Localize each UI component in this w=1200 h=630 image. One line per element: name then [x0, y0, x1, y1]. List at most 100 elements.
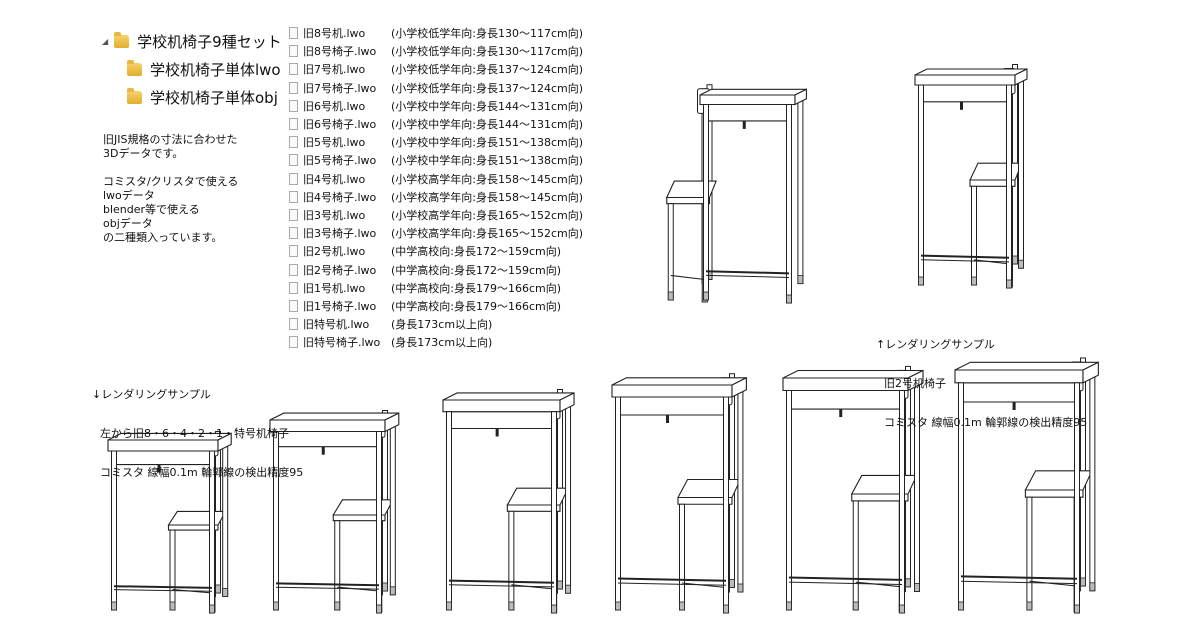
file-note: (中学高校向:身長179～166cm向) — [391, 300, 562, 313]
file-icon — [289, 63, 298, 76]
file-row[interactable]: 旧4号机.lwo (小学校高学年向:身長158～145cm向) — [283, 170, 583, 188]
file-row[interactable]: 旧3号椅子.lwo (小学校高学年向:身長165～152cm向) — [283, 224, 583, 242]
file-note: (小学校中学年向:身長144～131cm向) — [391, 118, 584, 131]
file-row[interactable]: 旧5号机.lwo (小学校中学年向:身長151～138cm向) — [283, 133, 583, 151]
file-row[interactable]: 旧2号机.lwo (中学高校向:身長172～159cm向) — [283, 242, 561, 260]
file-note: (小学校高学年向:身長165～152cm向) — [391, 209, 584, 222]
tree-item-label: 学校机椅子単体lwo — [150, 61, 281, 79]
file-icon — [289, 227, 298, 240]
file-note: (中学高校向:身長172～159cm向) — [391, 245, 562, 259]
file-name: 旧3号椅子.lwo — [303, 227, 377, 241]
file-row[interactable]: 旧特号椅子.lwo (身長173cm以上向) — [283, 333, 492, 351]
sample-旧特号 — [954, 357, 1099, 614]
file-note: (小学校低学年向:身長137～124cm向) — [391, 81, 584, 95]
desk — [611, 376, 747, 614]
file-icon — [289, 118, 298, 130]
description-line: objデータ — [103, 217, 153, 230]
description-line: コミスタ/クリスタで使える — [103, 175, 239, 188]
sample-旧8号 — [107, 431, 232, 614]
tree-root-label: 学校机椅子9種セット — [137, 33, 282, 51]
file-note: (小学校中学年向:身長151～138cm向) — [391, 154, 584, 168]
file-icon — [289, 281, 298, 294]
file-icon — [289, 190, 298, 203]
expand-arrow-icon[interactable]: ◢ — [102, 37, 109, 46]
file-name: 旧3号机.lwo — [303, 209, 366, 222]
file-icon — [289, 27, 298, 39]
caption-line: コミスタ 線幅0.1m 輪郭線の検出精度95 — [884, 416, 1088, 429]
tree-item-label: 学校机椅子単体obj — [150, 89, 278, 107]
file-note: (小学校高学年向:身長165～152cm向) — [391, 227, 584, 241]
description-line: 3Dデータです。 — [103, 147, 184, 160]
description-line: 旧JIS規格の寸法に合わせた — [103, 133, 238, 146]
file-name: 旧6号机.lwo — [303, 99, 366, 113]
file-note: (身長173cm以上向) — [391, 318, 493, 332]
file-row[interactable]: 旧1号机.lwo(中学高校向:身長179～166cm向) — [283, 279, 561, 297]
file-row[interactable]: 旧5号椅子.lwo (小学校中学年向:身長151～138cm向) — [283, 151, 583, 169]
file-row[interactable]: 旧1号椅子.lwo (中学高校向:身長179～166cm向) — [283, 297, 561, 315]
file-row[interactable]: 旧2号椅子.lwo(中学高校向:身長172～159cm向) — [283, 261, 561, 279]
file-icon — [289, 245, 298, 258]
file-icon — [289, 318, 298, 331]
file-row[interactable]: 旧3号机.lwo (小学校高学年向:身長165～152cm向) — [283, 206, 583, 224]
file-note: (小学校中学年向:身長151～138cm向) — [391, 136, 584, 150]
caption-title: ↓レンダリングサンプル — [92, 388, 211, 401]
folder-icon — [127, 60, 142, 76]
file-name: 旧5号机.lwo — [303, 136, 366, 150]
sample-旧6号 — [269, 410, 400, 614]
file-icon — [289, 263, 298, 276]
desk — [107, 432, 232, 614]
description-line: lwoデータ — [103, 189, 155, 202]
file-row[interactable]: 旧8号机.lwo (小学校低学年向:身長130～117cm向) — [283, 24, 583, 42]
desk — [782, 369, 924, 614]
folder-icon — [127, 88, 142, 104]
file-row[interactable]: 旧8号椅子.lwo(小学校低学年向:身長130～117cm向) — [283, 42, 583, 60]
file-note: (身長173cm以上向) — [391, 336, 493, 350]
file-name: 旧8号机.lwo — [303, 27, 366, 40]
caption-line: 左から旧8・6・4・2・1・特号机椅子 — [100, 427, 289, 440]
file-icon — [289, 136, 298, 149]
file-name: 旧特号椅子.lwo — [303, 336, 381, 350]
file-name: 旧特号机.lwo — [303, 318, 370, 332]
file-row[interactable]: 旧7号机.lwo (小学校低学年向:身長137～124cm向) — [283, 60, 583, 78]
file-note: (小学校低学年向:身長137～124cm向) — [391, 63, 584, 77]
file-row[interactable]: 旧4号椅子.lwo(小学校高学年向:身長158～145cm向) — [283, 188, 583, 206]
file-note: (中学高校向:身長172～159cm向) — [391, 263, 562, 277]
file-icon — [289, 45, 298, 58]
sample-large-1 — [665, 84, 807, 304]
file-note: (小学校中学年向:身長144～131cm向) — [391, 99, 584, 113]
file-row[interactable]: 旧6号椅子.lwo (小学校中学年向:身長144～131cm向) — [283, 115, 583, 133]
desk — [699, 88, 807, 304]
caption-title: ↑レンダリングサンプル — [876, 338, 995, 351]
desk — [442, 392, 575, 614]
file-note: (小学校低学年向:身長130～117cm向) — [391, 27, 584, 40]
file-name: 旧4号椅子.lwo — [303, 190, 377, 204]
tree-root[interactable]: ◢ 学校机椅子9種セット — [102, 31, 282, 52]
caption-bottom: ↓レンダリングサンプル 左から旧8・6・4・2・1・特号机椅子 コミスタ 線幅0… — [92, 362, 303, 492]
file-icon — [289, 209, 298, 221]
caption-line: 旧2号机椅子 — [884, 377, 946, 390]
file-list: 旧8号机.lwo (小学校低学年向:身長130～117cm向) 旧8号椅子.lwo(… — [283, 20, 583, 356]
file-row[interactable]: 旧6号机.lwo (小学校中学年向:身長144～131cm向) — [283, 97, 583, 115]
file-note: (中学高校向:身長179～166cm向) — [391, 281, 562, 295]
file-name: 旧1号椅子.lwo — [303, 300, 377, 313]
file-row[interactable]: 旧7号椅子.lwo (小学校低学年向:身長137～124cm向) — [283, 79, 583, 97]
file-name: 旧2号机.lwo — [303, 245, 366, 259]
file-name: 旧5号椅子.lwo — [303, 154, 377, 168]
tree-item[interactable]: 学校机椅子単体lwo — [127, 59, 281, 80]
file-icon — [289, 81, 298, 94]
description-line: blender等で使える — [103, 203, 200, 216]
file-name: 旧6号椅子.lwo — [303, 118, 377, 131]
file-name: 旧7号机.lwo — [303, 63, 366, 77]
tree-item[interactable]: 学校机椅子単体obj — [127, 87, 278, 108]
sample-large-2 — [914, 64, 1028, 289]
file-name: 旧4号机.lwo — [303, 172, 366, 186]
file-name: 旧7号椅子.lwo — [303, 81, 377, 95]
file-note: (小学校高学年向:身長158～145cm向) — [391, 172, 584, 186]
file-row[interactable]: 旧特号机.lwo (身長173cm以上向) — [283, 315, 492, 333]
sample-旧1号 — [782, 365, 924, 614]
folder-icon — [114, 32, 130, 48]
caption-line: コミスタ 線幅0.1m 輪郭線の検出精度95 — [100, 466, 304, 479]
file-icon — [289, 172, 298, 185]
sample-旧4号 — [442, 389, 575, 614]
